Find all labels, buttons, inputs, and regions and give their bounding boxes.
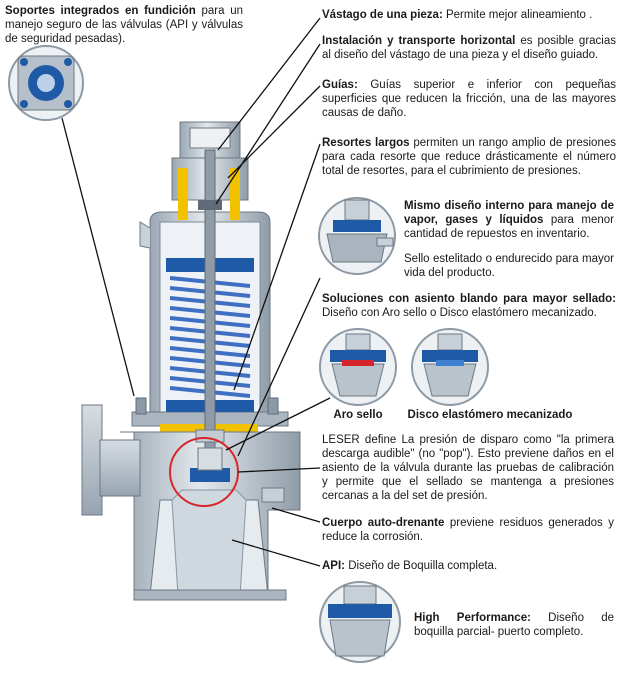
casting-inset [8,45,84,121]
api-body: Diseño de Boquilla completa. [345,560,498,572]
high-performance-inset [319,581,401,663]
internal-design-inset [318,197,396,275]
leader-soportes [61,117,135,397]
instalacion-title: Instalación y transporte horizontal [322,35,516,47]
disco-label: Disco elastómero mecanizado [407,409,573,421]
resortes-body: permiten un rango amplio de presiones pa… [322,137,616,177]
cuerpo-title: Cuerpo auto-drenante [322,517,445,529]
leader-leser [237,467,321,473]
leader-api [231,539,321,567]
guias-note: Guías: Guías superior e inferior con peq… [322,78,616,120]
mismo-diseno-body: para menor cantidad de repuestos en inve… [404,214,615,240]
soluciones-body: Diseño con Aro sello o Disco elastómero … [322,307,597,319]
mismo-diseno-title: Mismo diseño interno para manejo de vapo… [404,200,614,226]
resortes-title: Resortes largos [322,137,410,149]
api-note: API: Diseño de Boquilla completa. [322,559,614,573]
cuerpo-body: previene residuos generados y reduce la … [322,517,614,543]
soluciones-note: Soluciones con asiento blando para mayor… [322,292,616,320]
sello-body: Sello estelitado o endurecido para mayor… [404,253,614,279]
valve-stem [190,149,230,482]
high-performance-note: High Performance: Diseño de boquilla par… [414,611,614,639]
aro-sello-inset [319,328,397,406]
soportes-title: Soportes integrados en fundición [5,5,196,17]
disco-caption: Disco elastómero mecanizado [402,408,578,422]
leser-note: LESER define La presión de disparo como … [322,433,614,503]
soportes-note: Soportes integrados en fundición para un… [5,4,243,46]
vastago-body: Permite mejor alineamiento . [442,9,593,21]
guias-title: Guías: [322,79,358,91]
cuerpo-note: Cuerpo auto-drenante previene residuos g… [322,516,614,544]
guias-body: Guías superior e inferior con pequeñas s… [322,79,616,119]
resortes-note: Resortes largos permiten un rango amplio… [322,136,616,178]
leader-vastago [217,17,321,151]
sello-note: Sello estelitado o endurecido para mayor… [404,252,614,280]
high-body: Diseño de boquilla parcial- puerto compl… [414,612,614,638]
leader-lines [61,17,331,567]
aro-sello-caption: Aro sello [320,408,396,422]
api-title: API: [322,560,345,572]
vastago-note: Vástago de una pieza: Permite mejor alin… [322,8,618,22]
leser-body: LESER define La presión de disparo como … [322,434,614,502]
leader-instalacion [215,43,321,205]
high-title: High Performance: [414,612,531,624]
leader-sello [237,277,321,457]
disco-inset [411,328,489,406]
mismo-diseno-note: Mismo diseño interno para manejo de vapo… [404,199,614,241]
instalacion-note: Instalación y transporte horizontal es p… [322,34,616,62]
leader-cuerpo [271,507,321,523]
soportes-body: para un manejo seguro de las válvulas (A… [5,5,243,45]
aro-sello-label: Aro sello [333,409,383,421]
leader-resortes [233,143,321,391]
leader-aro [225,397,331,451]
soluciones-title: Soluciones con asiento blando para mayor… [322,293,616,305]
vastago-title: Vástago de una pieza: [322,9,443,21]
leader-guias [227,85,321,179]
instalacion-body: es posible gracias al diseño del vástago… [322,35,616,61]
